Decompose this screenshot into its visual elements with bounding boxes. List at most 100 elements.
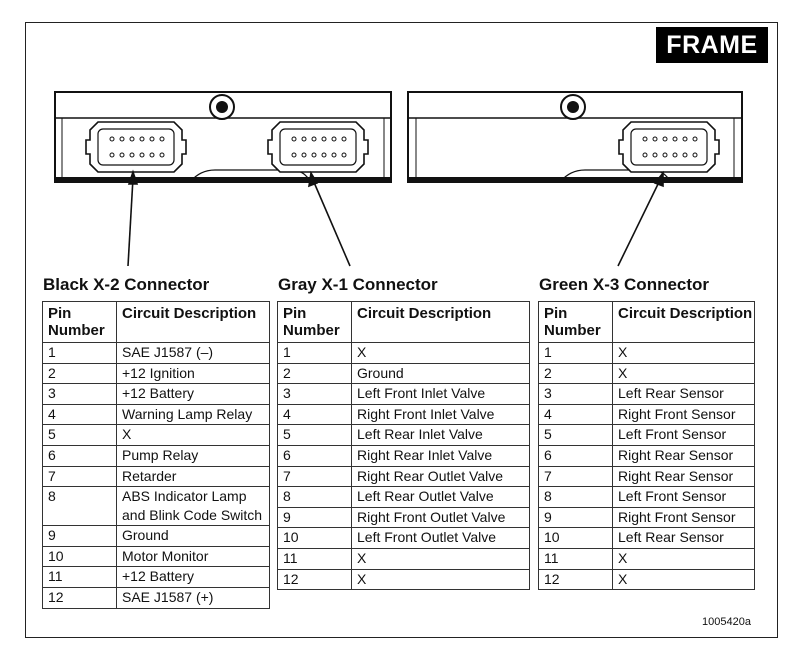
pin-number-cell: 12 — [277, 568, 352, 591]
circuit-description-cell: Ground — [116, 525, 270, 547]
pin-number-cell: 3 — [42, 383, 117, 405]
pin-number-cell: 4 — [538, 403, 613, 426]
circuit-description-cell: Left Rear Sensor — [612, 527, 755, 549]
circuit-description-cell: Right Front Inlet Valve — [351, 403, 530, 426]
circuit-description-cell: Right Rear Sensor — [612, 465, 755, 488]
pin-number-cell: 5 — [538, 424, 613, 446]
gray-x1-plug-icon — [267, 121, 369, 173]
pin-number-cell: 3 — [277, 383, 352, 405]
pin-number-cell: 10 — [42, 545, 117, 568]
circuit-description-cell: Right Front Sensor — [612, 506, 755, 529]
circuit-description-cell: Retarder — [116, 465, 270, 488]
circuit-description-header: Circuit Description — [351, 301, 530, 343]
circuit-description-cell: SAE J1587 (–) — [116, 342, 270, 364]
circuit-description-cell: X — [612, 362, 755, 385]
pin-number-cell: 2 — [538, 362, 613, 385]
figure-reference: 1005420a — [702, 616, 751, 628]
circuit-description-cell: Left Front Sensor — [612, 486, 755, 508]
pin-number-cell: 11 — [277, 547, 352, 570]
pin-number-cell: 9 — [42, 525, 117, 547]
circuit-description-cell: X — [351, 547, 530, 570]
pin-number-cell: 1 — [277, 342, 352, 364]
pin-number-cell: 1 — [42, 342, 117, 364]
pin-number-cell: 12 — [42, 586, 117, 609]
black-x2-plug-icon — [85, 121, 187, 173]
circuit-description-cell: +12 Battery — [116, 383, 270, 405]
circuit-description-cell: Right Rear Sensor — [612, 444, 755, 467]
circuit-description-cell: +12 Battery — [116, 566, 270, 588]
circuit-description-cell: SAE J1587 (+) — [116, 586, 270, 609]
circuit-description-cell: ABS Indicator Lamp and Blink Code Switch — [116, 486, 270, 527]
green-x3-title: Green X-3 Connector — [539, 275, 710, 294]
circuit-description-cell: X — [612, 547, 755, 570]
pin-number-cell: 1 — [538, 342, 613, 364]
table-row: 11+12 Battery — [42, 566, 270, 588]
pin-number-cell: 10 — [277, 527, 352, 549]
circuit-description-cell: X — [351, 568, 530, 591]
green-x3-plug-icon — [618, 121, 720, 173]
pin-number-cell: 7 — [538, 465, 613, 488]
pin-number-cell: 8 — [42, 486, 117, 527]
black-x2-title: Black X-2 Connector — [43, 275, 210, 294]
circuit-description-cell: X — [116, 424, 270, 446]
pin-number-cell: 6 — [277, 444, 352, 467]
pin-number-cell: 6 — [42, 444, 117, 467]
pin-number-cell: 4 — [277, 403, 352, 426]
pin-number-header: Pin Number — [538, 301, 613, 343]
circuit-description-cell: Right Front Sensor — [612, 403, 755, 426]
circuit-description-cell: X — [612, 342, 755, 364]
pin-number-cell: 2 — [42, 362, 117, 385]
leader-line-black — [127, 177, 134, 267]
circuit-description-cell: X — [351, 342, 530, 364]
frame-badge: FRAME — [656, 27, 768, 63]
circuit-description-header: Circuit Description — [116, 301, 270, 343]
pin-number-cell: 4 — [42, 403, 117, 426]
circuit-description-cell: Pump Relay — [116, 444, 270, 467]
arrowhead-icon — [653, 170, 664, 188]
pin-number-cell: 3 — [538, 383, 613, 405]
circuit-description-cell: Right Front Outlet Valve — [351, 506, 530, 529]
circuit-description-cell: +12 Ignition — [116, 362, 270, 385]
circuit-description-cell: Ground — [351, 362, 530, 385]
table-row: 3+12 Battery — [42, 383, 270, 405]
pin-number-cell: 12 — [538, 568, 613, 591]
circuit-description-cell: Motor Monitor — [116, 545, 270, 568]
pin-number-cell: 11 — [42, 566, 117, 588]
leader-line-green — [617, 179, 661, 267]
pin-number-header: Pin Number — [277, 301, 352, 343]
pin-number-cell: 9 — [277, 506, 352, 529]
